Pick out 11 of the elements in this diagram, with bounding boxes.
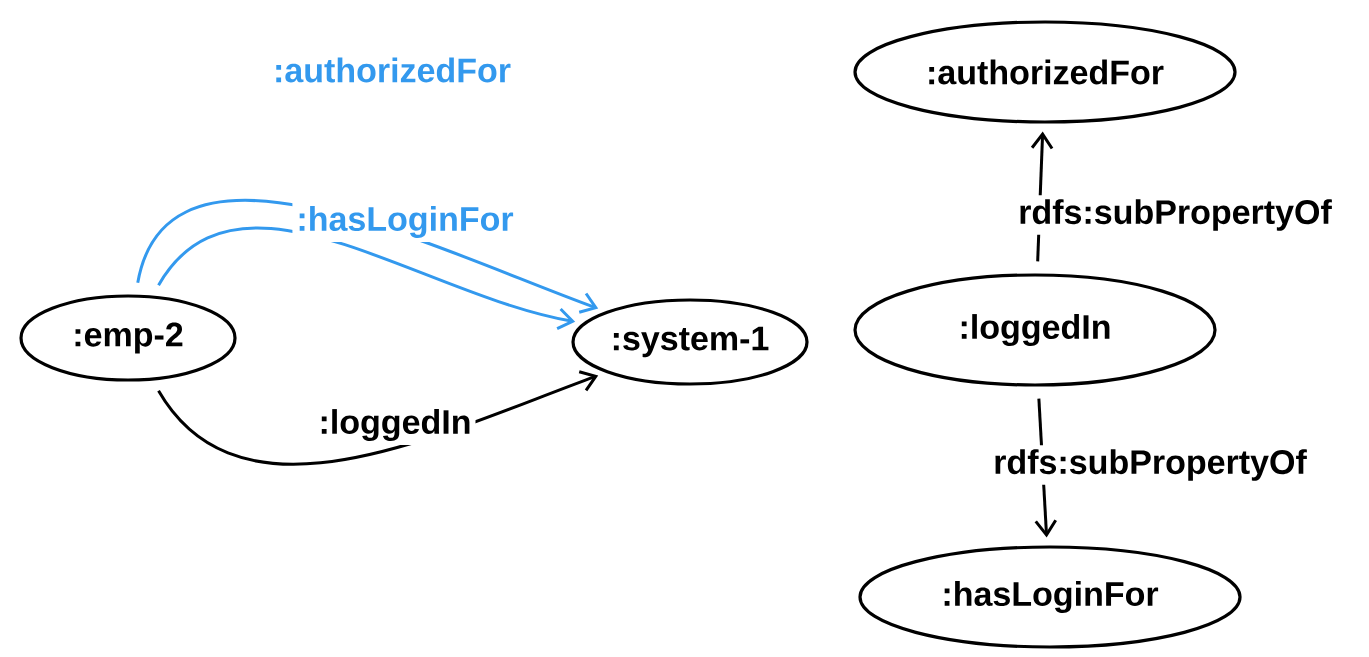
edge-label: :loggedIn (314, 405, 476, 445)
ellipse-node: :hasLoginFor (858, 545, 1242, 649)
ellipse-node: :loggedIn (853, 273, 1217, 387)
arrow (157, 226, 576, 331)
ellipse-node: :authorizedFor (853, 20, 1237, 124)
ellipse-node: :emp-2 (19, 294, 237, 382)
edge-label: :authorizedFor (269, 53, 515, 87)
edge-label: rdfs:subPropertyOf (989, 445, 1311, 485)
edge-label: :hasLoginFor (292, 202, 518, 242)
edge-label: rdfs:subPropertyOf (1014, 195, 1336, 235)
ellipse-node: :system-1 (571, 298, 809, 386)
